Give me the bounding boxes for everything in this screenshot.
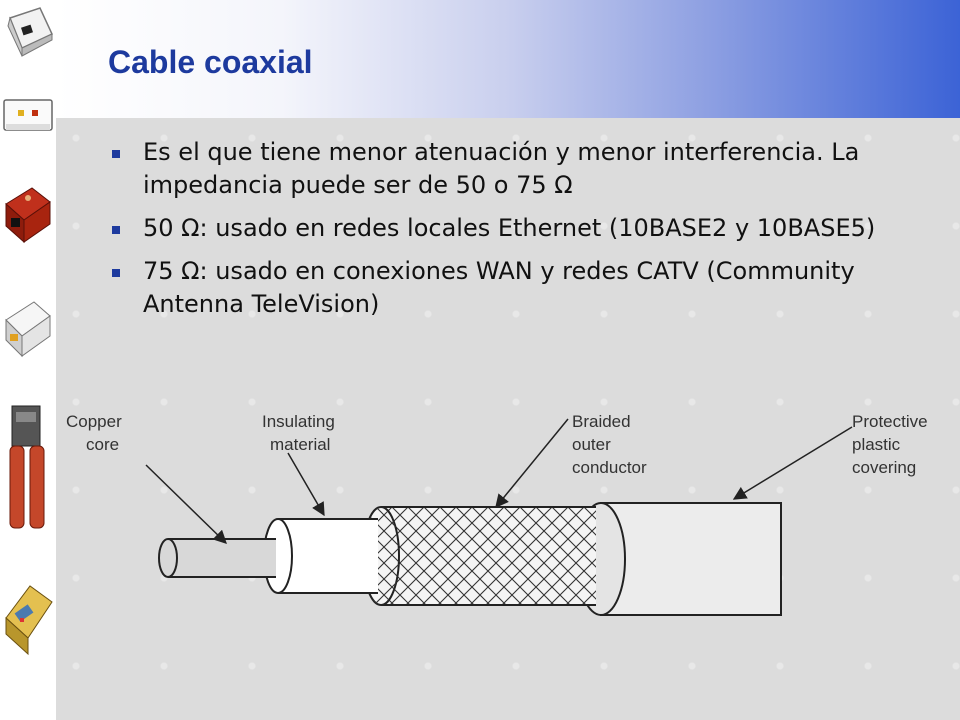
- header-band: [56, 0, 960, 118]
- label-copper-core: Copper core: [66, 412, 127, 454]
- slide-title: Cable coaxial: [108, 44, 313, 80]
- coaxial-cable-diagram: Copper core Insulating material Braided …: [66, 412, 932, 616]
- protective-covering: [576, 502, 782, 616]
- label-protective-plastic-covering: Protective plastic covering: [852, 412, 932, 477]
- insulating-material: [263, 518, 378, 594]
- rj45-jack-red-icon: [5, 187, 51, 244]
- bullet-text: Es el que tiene menor atenuación y menor…: [143, 138, 860, 199]
- surface-box-icon: [5, 301, 51, 358]
- punchdown-block-icon: [5, 585, 53, 656]
- bullet-item: 75 Ω: usado en conexiones WAN y redes CA…: [112, 255, 932, 321]
- bullet-text: 50 Ω: usado en redes locales Ethernet (1…: [143, 214, 876, 242]
- bullet-item: 50 Ω: usado en redes locales Ethernet (1…: [112, 212, 932, 245]
- braided-conductor: [362, 506, 596, 606]
- crimp-tool-icon: [9, 405, 45, 529]
- label-braided-outer-conductor: Braided outer conductor: [572, 412, 647, 477]
- bullet-item: Es el que tiene menor atenuación y menor…: [112, 136, 932, 202]
- copper-core: [158, 538, 276, 578]
- content-background: [56, 118, 960, 720]
- bullet-square-icon: [112, 226, 120, 234]
- faceplate-icon: [3, 99, 53, 131]
- wall-jack-icon: [7, 7, 53, 57]
- label-insulating-material: Insulating material: [262, 412, 340, 454]
- bullet-list: Es el que tiene menor atenuación y menor…: [112, 136, 932, 331]
- sidebar: [0, 0, 57, 720]
- bullet-square-icon: [112, 269, 120, 277]
- bullet-square-icon: [112, 150, 120, 158]
- bullet-text: 75 Ω: usado en conexiones WAN y redes CA…: [143, 257, 855, 318]
